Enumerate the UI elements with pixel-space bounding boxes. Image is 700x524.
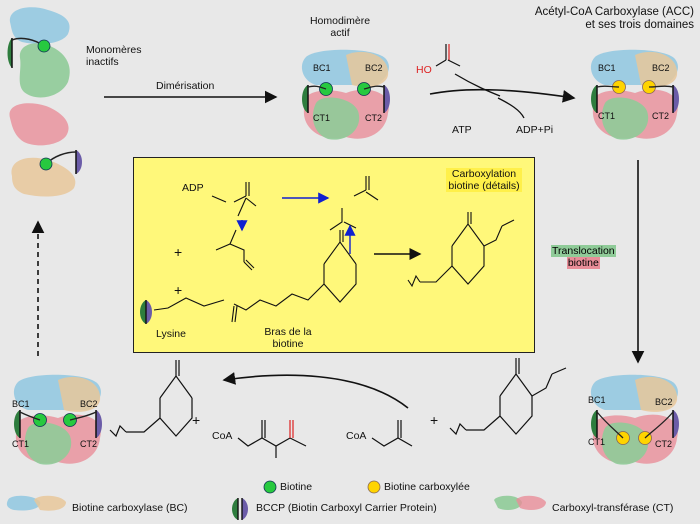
malonyl-coa-structure [237, 420, 307, 458]
acetyl-coa-structure [371, 420, 413, 447]
legend-ct-label: Carboxyl-transférase (CT) [552, 502, 674, 514]
ct2-label-3: CT2 [655, 439, 673, 449]
legend-bc-blue-icon [6, 495, 41, 511]
ct1-label-3: CT1 [588, 437, 606, 447]
detail-structures [140, 176, 515, 324]
coa-label-1: CoA [212, 430, 233, 442]
dimerisation-label: Dimérisation [156, 80, 215, 92]
ct1-label-2: CT1 [598, 111, 616, 121]
biotin-arm-label: Bras de la biotine [264, 326, 312, 350]
legend-ct-pink-icon [516, 495, 546, 510]
legend-bccp-label: BCCP (Biotin Carboxyl Carrier Protein) [256, 502, 437, 514]
homodimer-label: Homodimère actif [309, 15, 371, 39]
legend-carboxybiotin-label: Biotine carboxylée [384, 481, 470, 493]
plus-1: + [174, 244, 183, 260]
legend-biotin-label: Biotine [280, 481, 313, 493]
bc2-label: BC2 [365, 63, 383, 73]
adp-pi-label: ADP+Pi [516, 124, 554, 136]
legend-carboxybiotin-icon [367, 480, 381, 494]
legend-bccp-green-icon [232, 498, 238, 520]
carboxylation-arrow [429, 88, 576, 103]
legend-bc-tan-icon [34, 495, 66, 511]
legend-bc-label: Biotine carboxylase (BC) [72, 502, 188, 514]
ct2-label-2: CT2 [652, 111, 670, 121]
plus-bottom-2: + [430, 412, 439, 428]
plus-2: + [174, 282, 183, 298]
page-title: Acétyl-CoA Carboxylase (ACC) et ses troi… [534, 6, 694, 31]
biotin-dot [39, 157, 53, 171]
carboxybiotin-structure-right [449, 358, 567, 436]
adp-label: ADP [182, 182, 204, 194]
monomer-top [7, 7, 70, 98]
carboxylation-detail-box: ADP + + Lysine Bras de la biotine Carbox… [133, 157, 535, 353]
homodimer-enzyme [301, 48, 391, 141]
ct2-label-4: CT2 [80, 439, 98, 449]
bc1-label-3: BC1 [588, 395, 606, 405]
carboxylated-enzyme-bottom [590, 373, 680, 466]
ct2-label: CT2 [365, 113, 383, 123]
bc1-label-4: BC1 [12, 399, 30, 409]
transfer-arrow [222, 372, 409, 409]
legend-icons [6, 480, 546, 520]
bc2-label-3: BC2 [655, 397, 673, 407]
carboxylation-detail-title: Carboxylation biotine (détails) [446, 168, 522, 192]
legend-bccp-purple-icon [242, 498, 248, 520]
ct1-label-4: CT1 [12, 439, 30, 449]
carboxylated-enzyme-top [590, 48, 680, 141]
ct1-label: CT1 [313, 113, 331, 123]
legend-biotin-icon [263, 480, 277, 494]
inactive-monomers-label: Monomères inactifs [86, 44, 142, 68]
bicarbonate-ho-label: HO [416, 64, 432, 76]
bc2-label-2: BC2 [652, 63, 670, 73]
bicarbonate [435, 44, 461, 67]
bc2-label-4: BC2 [80, 399, 98, 409]
biotin-dot [37, 39, 51, 53]
coa-label-2: CoA [346, 430, 367, 442]
translocation-label: Translocation biotine [551, 245, 616, 269]
regenerated-enzyme [13, 373, 103, 466]
monomer-bottom [9, 103, 82, 197]
legend-ct-green-icon [494, 495, 522, 510]
atp-label: ATP [452, 124, 472, 136]
biotin-structure-left [109, 360, 193, 438]
bc1-label: BC1 [313, 63, 331, 73]
plus-bottom-1: + [192, 412, 201, 428]
lysine-label: Lysine [156, 328, 186, 340]
bc1-label-2: BC1 [598, 63, 616, 73]
